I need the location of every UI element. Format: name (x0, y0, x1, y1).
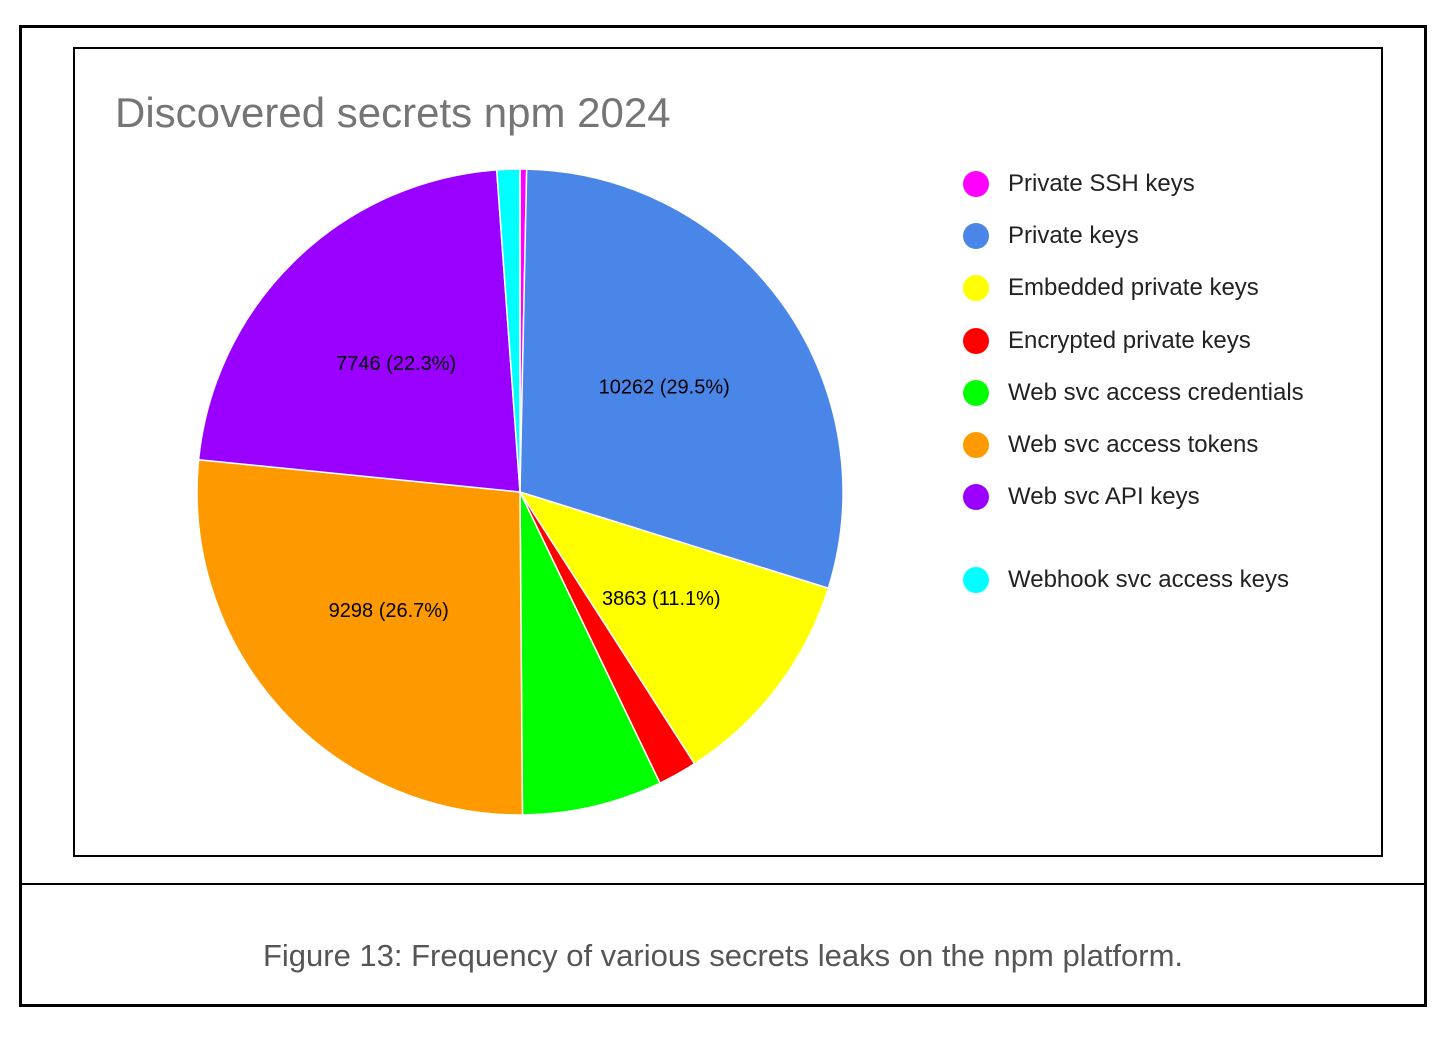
slice-label-6: 7746 (22.3%) (336, 353, 456, 375)
chart-title: Discovered secrets npm 2024 (115, 89, 671, 136)
legend-swatch (963, 171, 989, 197)
legend-item: Web svc access credentials (963, 378, 1304, 408)
legend-swatch (963, 328, 989, 354)
slice-label-1: 10262 (29.5%) (599, 377, 730, 399)
slice-label-2: 3863 (11.1%) (602, 588, 721, 610)
legend-label: Encrypted private keys (1008, 327, 1251, 354)
pie-slice-4 (519, 491, 661, 816)
legend-item: Private SSH keys (963, 169, 1195, 199)
legend-item: Web svc access tokens (963, 430, 1258, 460)
legend-label: Embedded private keys (1008, 274, 1259, 301)
legend-label: Web svc API keys (1008, 483, 1200, 510)
legend-item: Encrypted private keys (963, 326, 1251, 356)
figure-frame: Discovered secrets npm 2024 10262 (29.5%… (19, 25, 1427, 1007)
legend-swatch (963, 380, 989, 406)
pie-chart: 10262 (29.5%) 3863 (11.1%) 9298 (26.7%) 774… (196, 168, 844, 816)
pie-slice-6 (197, 169, 521, 493)
legend-swatch (963, 275, 989, 301)
legend-swatch (963, 432, 989, 458)
figure-caption: Figure 13: Frequency of various secrets … (262, 938, 1184, 973)
chart-area: Discovered secrets npm 2024 10262 (29.5%… (73, 47, 1383, 857)
pie-slice-1 (519, 168, 844, 590)
pie-slice-2 (518, 490, 830, 765)
legend-label: Webhook svc access keys (1008, 566, 1290, 593)
legend-item: Embedded private keys (963, 273, 1259, 303)
pie-slice-5 (196, 458, 524, 816)
caption-divider (22, 883, 1424, 885)
legend-item: Private keys (963, 221, 1139, 251)
legend-swatch (963, 484, 989, 510)
legend-item: Webhook svc access keys (963, 565, 1289, 595)
legend-label: Private keys (1008, 222, 1139, 249)
pie-slice-7 (495, 168, 521, 493)
slice-label-5: 9298 (26.7%) (329, 600, 449, 622)
legend-label: Web svc access credentials (1008, 379, 1304, 406)
legend-swatch (963, 223, 989, 249)
legend-swatch (963, 567, 989, 593)
legend-label: Private SSH keys (1008, 170, 1195, 197)
legend-label: Web svc access tokens (1008, 431, 1259, 458)
legend-item: Web svc API keys (963, 482, 1200, 512)
